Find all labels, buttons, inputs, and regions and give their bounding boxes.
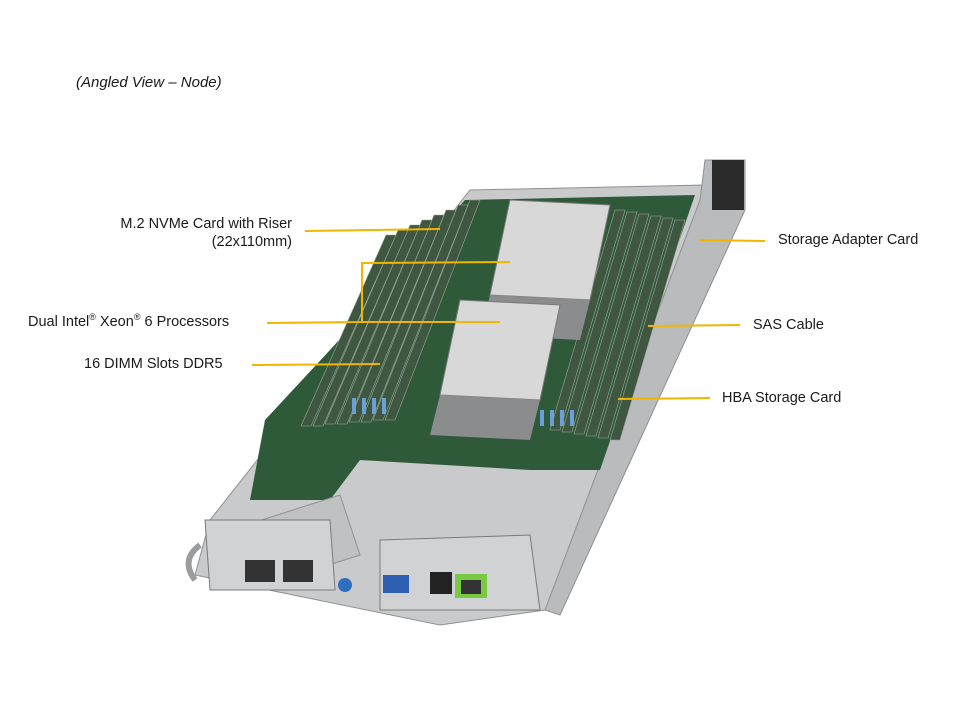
callout-m2-line2: (22x110mm) bbox=[211, 234, 292, 250]
view-subtitle: (Angled View – Node) bbox=[76, 74, 222, 91]
callout-storage-adapter: Storage Adapter Card bbox=[778, 232, 919, 248]
callout-processors: Dual Intel® Xeon® 6 Processors bbox=[28, 312, 230, 330]
rear-connector bbox=[712, 160, 744, 210]
callout-line-sas bbox=[647, 324, 741, 327]
vga-port bbox=[383, 575, 409, 593]
callout-m2-nvme: M.2 NVMe Card with Riser (22x110mm) bbox=[95, 215, 292, 251]
callout-sas-cable: SAS Cable bbox=[753, 317, 824, 333]
dimm-latches bbox=[352, 398, 574, 426]
rear-io-panel-right bbox=[379, 534, 541, 611]
rj45-port-1 bbox=[245, 560, 275, 582]
callout-line-dimm bbox=[251, 363, 381, 366]
thumbscrew bbox=[338, 578, 352, 592]
callout-line-storage-adapter bbox=[699, 239, 766, 242]
rj45-port-2 bbox=[283, 560, 313, 582]
callout-lines bbox=[251, 228, 766, 400]
callout-hba: HBA Storage Card bbox=[722, 390, 842, 406]
callout-line-m2 bbox=[304, 228, 441, 232]
chassis-side-wall bbox=[544, 159, 746, 616]
callout-line-hba bbox=[617, 397, 711, 400]
callout-line-cpu1 bbox=[266, 261, 511, 324]
usb-ports bbox=[430, 572, 452, 594]
callout-dimm: 16 DIMM Slots DDR5 bbox=[84, 356, 223, 372]
pull-handle bbox=[185, 542, 202, 582]
dimm-bank-right bbox=[549, 209, 686, 441]
callout-m2-line1: M.2 NVMe Card with Riser bbox=[120, 216, 292, 232]
cpu-heatsink-2 bbox=[430, 299, 561, 440]
